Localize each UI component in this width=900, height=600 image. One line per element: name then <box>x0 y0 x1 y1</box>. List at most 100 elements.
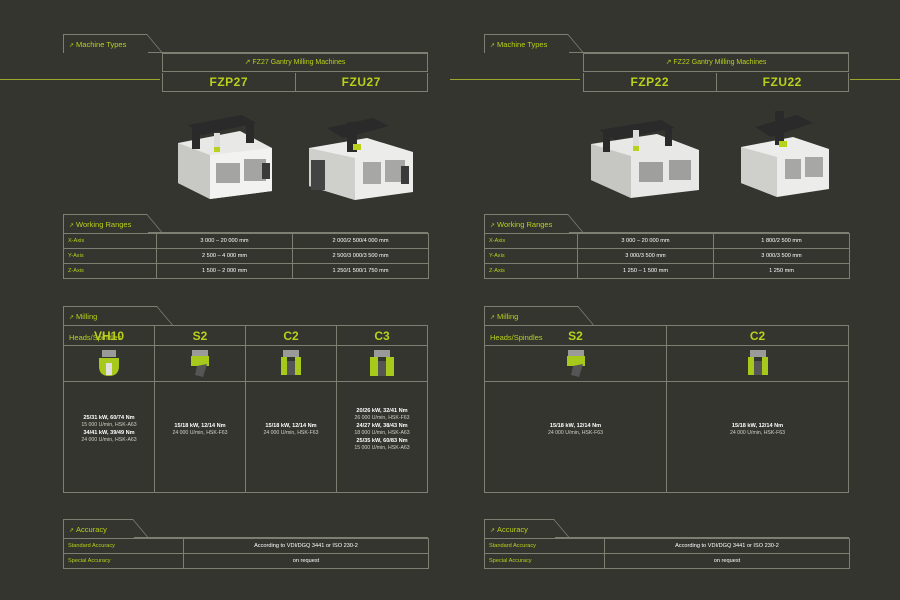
fzp27-machine-image <box>178 115 272 199</box>
head-column: C2 15/18 kW, 12/14 Nm 24 000 U/min, HSK-… <box>666 326 848 492</box>
range-value: 1 800/2 500 mm <box>713 233 850 249</box>
axis-label: Z-Axis <box>63 263 157 279</box>
fzu27-machine-image <box>309 118 413 200</box>
accuracy-value: on request <box>604 553 850 569</box>
axis-label: X-Axis <box>63 233 157 249</box>
axis-label: Y-Axis <box>484 248 578 264</box>
arrow-icon: ↗ <box>69 528 75 534</box>
arrow-icon: ↗ <box>69 223 75 229</box>
axis-label: Y-Axis <box>63 248 157 264</box>
model-name: FZP22 <box>630 75 669 89</box>
spec-speed: 15 000 U/min, HSK-A63 <box>81 422 137 428</box>
section-rule <box>569 52 849 53</box>
head-name: C3 <box>337 326 427 346</box>
axis-label: X-Axis <box>484 233 578 249</box>
milling-heads-table: S2 15/18 kW, 12/14 Nm 24 000 U/min, HSK-… <box>484 325 849 493</box>
table-row: X-Axis 3 000 – 20 000 mm 2 000/2 500/4 0… <box>63 233 429 249</box>
accuracy-label: Special Accuracy <box>484 553 605 569</box>
spec-power: 15/18 kW, 12/14 Nm <box>549 422 602 429</box>
model-row: FZP22 FZU22 <box>583 73 849 92</box>
head-column: C3 20/26 kW, 32/41 Nm 26 000 U/min, HSK-… <box>336 326 427 492</box>
table-row: Standard Accuracy According to VDI/DGQ 3… <box>484 538 850 554</box>
accuracy-label: Standard Accuracy <box>484 538 605 554</box>
spec-speed: 24 000 U/min, HSK-F63 <box>263 429 319 436</box>
accuracy-tab: ↗Accuracy <box>63 519 150 539</box>
head-column: S2 15/18 kW, 12/14 Nm 24 000 U/min, HSK-… <box>154 326 245 492</box>
spec-power: 34/41 kW, 39/49 Nm <box>83 430 135 436</box>
model-name: FZU22 <box>715 73 849 91</box>
table-row: Special Accuracy on request <box>484 553 850 569</box>
section-label: Machine Types <box>76 40 127 49</box>
range-value: 2 500/3 000/3 500 mm <box>292 248 429 264</box>
head-image-cell <box>246 346 336 382</box>
accuracy-table: Standard Accuracy According to VDI/DGQ 3… <box>63 538 429 569</box>
range-value: 3 000/3 500 mm <box>577 248 714 264</box>
section-label: Accuracy <box>497 525 528 534</box>
fzu22-machine-image <box>741 111 829 197</box>
axis-label: Z-Axis <box>484 263 578 279</box>
machine-types-tab: ↗Machine Types <box>484 34 585 54</box>
c2-head-icon <box>281 350 301 375</box>
accuracy-table: Standard Accuracy According to VDI/DGQ 3… <box>484 538 850 569</box>
section-label: Milling Heads/Spindles <box>69 312 122 342</box>
spec-speed: 15 000 U/min, HSK-A63 <box>354 444 410 451</box>
head-specs: 15/18 kW, 12/14 Nm 24 000 U/min, HSK-F63 <box>667 382 848 492</box>
accuracy-label: Special Accuracy <box>63 553 184 569</box>
spec-speed: 24 000 U/min, HSK-A63 <box>81 437 137 443</box>
head-column: VH10 25/31 kW, 60/74 Nm 15 000 U/min, HS… <box>64 326 154 492</box>
table-row: Z-Axis 1 250 – 1 500 mm 1 250 mm <box>484 263 850 279</box>
section-label: Milling Heads/Spindles <box>490 312 543 342</box>
head-name: C2 <box>667 326 848 346</box>
table-row: X-Axis 3 000 – 20 000 mm 1 800/2 500 mm <box>484 233 850 249</box>
spec-power: 24/27 kW, 38/43 Nm <box>356 422 408 429</box>
section-label: Machine Types <box>497 40 548 49</box>
range-value: 2 500 – 4 000 mm <box>156 248 293 264</box>
range-value: 2 000/2 500/4 000 mm <box>292 233 429 249</box>
table-row: Standard Accuracy According to VDI/DGQ 3… <box>63 538 429 554</box>
working-ranges-table: X-Axis 3 000 – 20 000 mm 2 000/2 500/4 0… <box>63 233 429 279</box>
fzp22-machine-image <box>591 120 699 198</box>
section-rule <box>148 232 428 233</box>
head-image-cell <box>337 346 427 382</box>
working-ranges-tab: ↗Working Ranges <box>63 214 164 234</box>
head-image-cell <box>485 346 666 382</box>
model-name: FZP27 <box>209 75 248 89</box>
spec-power: 15/18 kW, 12/14 Nm <box>731 422 784 429</box>
accuracy-value: According to VDI/DGQ 3441 or ISO 230-2 <box>183 538 429 554</box>
s2-head-icon <box>566 350 585 377</box>
milling-heads-tab: ↗Milling Heads/Spindles <box>63 306 174 342</box>
arrow-icon: ↗ <box>490 43 496 49</box>
head-name: VH10 <box>64 326 154 346</box>
milling-heads-tab: ↗Milling Heads/Spindles <box>484 306 595 342</box>
range-value: 1 250/1 500/1 750 mm <box>292 263 429 279</box>
head-specs: 15/18 kW, 12/14 Nm 24 000 U/min, HSK-F63 <box>155 382 245 492</box>
spec-power: 15/18 kW, 12/14 Nm <box>174 422 226 429</box>
working-ranges-table: X-Axis 3 000 – 20 000 mm 1 800/2 500 mm … <box>484 233 850 279</box>
section-label: Working Ranges <box>497 220 553 229</box>
accuracy-value: on request <box>183 553 429 569</box>
head-specs: 15/18 kW, 12/14 Nm 24 000 U/min, HSK-F63 <box>485 382 666 492</box>
section-rule <box>555 537 849 538</box>
spec-power: 25/35 kW, 60/83 Nm <box>356 437 408 444</box>
arrow-icon: ↗ <box>490 528 496 534</box>
range-value: 3 000/3 500 mm <box>713 248 850 264</box>
table-row: Y-Axis 2 500 – 4 000 mm 2 500/3 000/3 50… <box>63 248 429 264</box>
milling-heads-table: VH10 25/31 kW, 60/74 Nm 15 000 U/min, HS… <box>63 325 428 493</box>
s2-head-icon <box>191 350 209 377</box>
head-name: C2 <box>246 326 336 346</box>
section-label: Working Ranges <box>76 220 132 229</box>
vh10-head-icon <box>99 350 119 376</box>
head-name: S2 <box>155 326 245 346</box>
c2-head-icon <box>747 350 768 375</box>
left-page: ↗Machine Types ↗ FZ27 Gantry Milling Mac… <box>0 34 429 569</box>
head-specs: 20/26 kW, 32/41 Nm 26 000 U/min, HSK-F63… <box>337 382 427 492</box>
range-value: 3 000 – 20 000 mm <box>156 233 293 249</box>
spec-power: 20/26 kW, 32/41 Nm <box>356 407 408 414</box>
machine-types-tab: ↗Machine Types <box>63 34 164 54</box>
spec-power: 25/31 kW, 60/74 Nm <box>83 415 135 421</box>
c3-head-icon <box>370 350 394 376</box>
series-label: FZ27 Gantry Milling Machines <box>252 59 346 66</box>
head-column: C2 15/18 kW, 12/14 Nm 24 000 U/min, HSK-… <box>245 326 336 492</box>
accuracy-label: Standard Accuracy <box>63 538 184 554</box>
head-specs: 25/31 kW, 60/74 Nm 15 000 U/min, HSK-A63… <box>64 382 154 492</box>
